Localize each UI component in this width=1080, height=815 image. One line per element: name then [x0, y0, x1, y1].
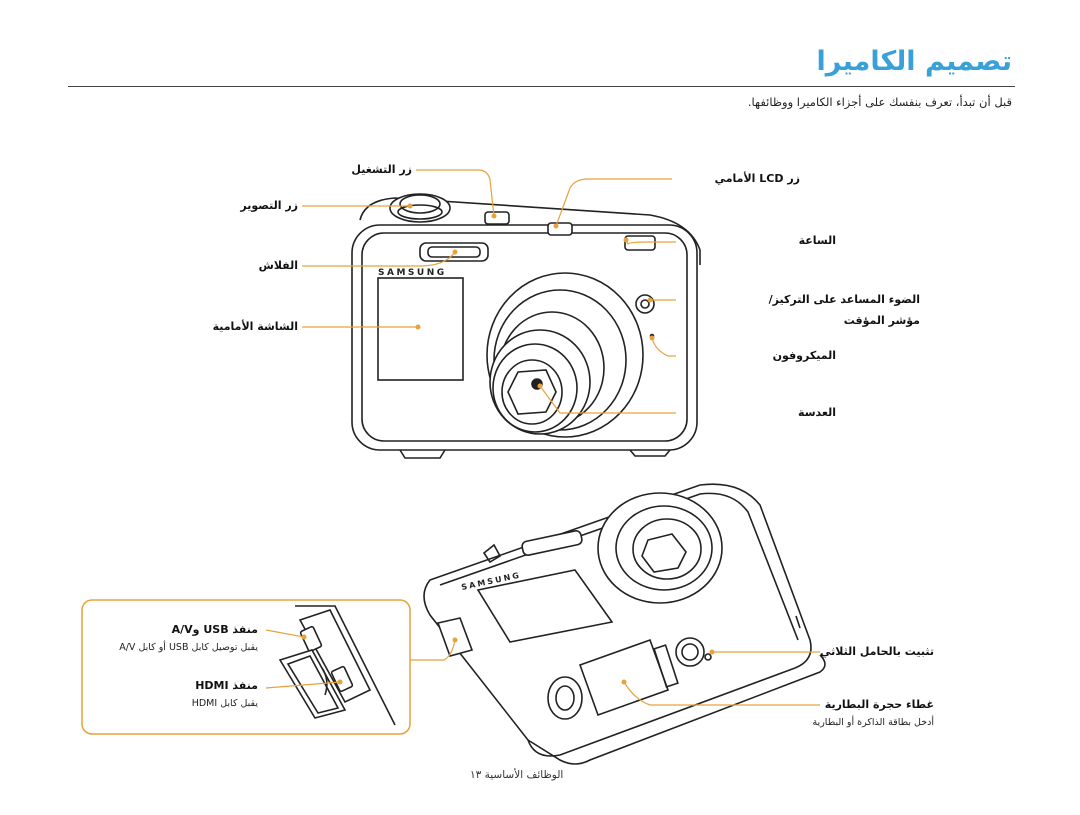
- label-power-button: زر التشغيل: [351, 163, 412, 176]
- label-front-display: الشاشة الأمامية: [212, 320, 298, 333]
- page-footer: الوظائف الأساسية ١٣: [470, 769, 564, 781]
- title-divider: [68, 86, 1015, 87]
- label-clock: الساعة: [798, 234, 836, 247]
- label-af-lamp: الضوء المساعد على التركيز/: [768, 293, 920, 306]
- label-usb-av-port: منفذ USB وA/V: [171, 623, 258, 636]
- intro-text: قبل أن تبدأ، تعرف بنفسك على أجزاء الكامي…: [747, 95, 1012, 109]
- desc-hdmi-port: يقبل كابل HDMI: [191, 698, 258, 709]
- label-battery-cover: غطاء حجرة البطارية: [824, 698, 934, 711]
- label-lcd-button: زر LCD الأمامي: [714, 172, 800, 185]
- label-flash: الفلاش: [258, 259, 298, 272]
- label-lens: العدسة: [798, 406, 836, 419]
- leader-lines: [265, 169, 820, 706]
- camera-bottom-illustration: [423, 483, 826, 765]
- camera-front-illustration: [351, 193, 701, 459]
- ports-inset-frame: [81, 599, 411, 735]
- leader-dots: [301, 203, 715, 685]
- brand-logo-front: SAMSUNG: [378, 268, 447, 278]
- desc-battery-cover: أدخل بطاقة الذاكرة أو البطارية: [812, 717, 934, 728]
- label-microphone: الميكروفون: [772, 349, 836, 362]
- page-title: تصميم الكاميرا: [816, 46, 1012, 77]
- label-shutter-button: زر التصوير: [240, 199, 298, 212]
- label-self-timer-lamp: مؤشر المؤقت: [843, 314, 920, 327]
- label-tripod-mount: تثبيت بالحامل الثلاثي: [820, 645, 934, 658]
- label-hdmi-port: منفذ HDMI: [195, 679, 258, 692]
- desc-usb-av-port: يقبل توصيل كابل USB أو كابل A/V: [119, 642, 258, 653]
